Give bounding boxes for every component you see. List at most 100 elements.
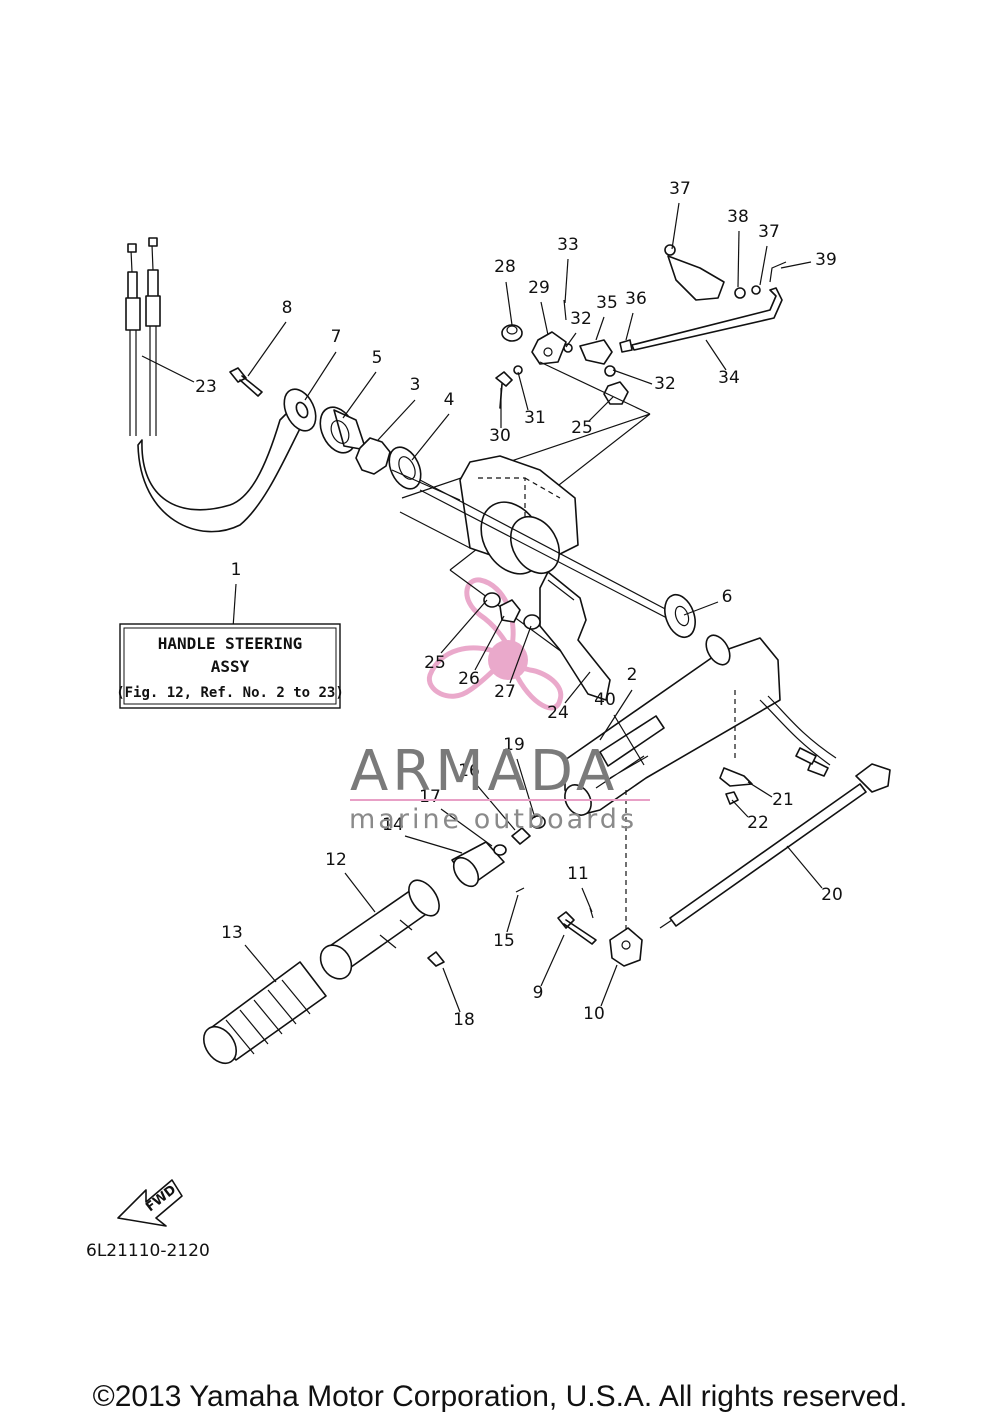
callout-c18: 18	[453, 1010, 475, 1030]
watermark-tagline: marine outboards	[349, 804, 637, 835]
callout-c30: 30	[489, 426, 511, 446]
callout-c6: 6	[722, 587, 733, 607]
watermark-brand: ARMADA	[350, 739, 618, 804]
callout-c25a: 25	[424, 653, 446, 673]
leader-line-c36	[625, 312, 634, 341]
callout-c24: 24	[547, 703, 569, 723]
leader-line-c15	[506, 894, 519, 933]
leader-line-c17	[440, 808, 493, 847]
leader-line-c34	[705, 339, 727, 371]
callout-c37a: 37	[669, 179, 691, 199]
callout-c37b: 37	[758, 222, 780, 242]
box-line-1: HANDLE STEERING	[158, 634, 303, 653]
callout-c25b: 25	[571, 418, 593, 438]
callout-c40: 40	[594, 690, 616, 710]
leader-line-c22	[731, 799, 749, 818]
callout-c21: 21	[772, 790, 794, 810]
leader-line-c14	[404, 835, 463, 854]
friction-adjuster	[557, 790, 643, 967]
callout-c7: 7	[331, 327, 342, 347]
leader-line-c5	[342, 371, 377, 419]
callout-c8: 8	[282, 298, 293, 318]
leader-line-c12	[344, 872, 376, 913]
callout-leaders	[141, 202, 823, 1013]
leader-line-c25b	[588, 396, 614, 422]
leader-line-c39	[780, 261, 812, 269]
steering-handle-arm	[564, 593, 837, 816]
leader-line-c32a	[565, 332, 577, 348]
callout-c20: 20	[821, 885, 843, 905]
leader-line-c21	[747, 781, 773, 798]
callout-c3: 3	[410, 375, 421, 395]
callout-c32a: 32	[570, 309, 592, 329]
grip-assembly	[202, 815, 546, 1065]
callout-c36: 36	[625, 289, 647, 309]
leader-line-c32b	[612, 369, 653, 385]
leader-line-c7	[304, 351, 337, 401]
leader-line-c31	[517, 371, 529, 411]
callout-c26: 26	[458, 669, 480, 689]
callout-c38: 38	[727, 207, 749, 227]
callout-c15: 15	[493, 931, 515, 951]
callout-c5: 5	[372, 348, 383, 368]
leader-line-c1	[232, 583, 237, 629]
leader-line-c6	[683, 601, 719, 616]
leader-line-c37b	[759, 245, 768, 286]
diagram-code: 6L21110-2120	[86, 1241, 210, 1261]
leader-line-c23	[141, 355, 195, 383]
callout-c33: 33	[557, 235, 579, 255]
callout-c17: 17	[419, 787, 441, 807]
leader-line-c27	[509, 625, 532, 684]
leader-line-c8	[247, 321, 287, 377]
leader-line-c4	[411, 413, 450, 461]
fwd-arrow-icon: FWD	[117, 1179, 183, 1227]
leader-line-c24	[564, 671, 591, 704]
callout-c9: 9	[533, 983, 544, 1003]
leader-line-c29	[540, 301, 549, 336]
callout-c28: 28	[494, 257, 516, 277]
shaft-flange-parts	[229, 367, 422, 490]
throttle-linkage	[495, 244, 787, 415]
leader-line-c40	[613, 714, 645, 766]
leader-line-c3	[377, 399, 416, 441]
leader-line-c16	[475, 783, 516, 831]
callout-c10: 10	[583, 1004, 605, 1024]
leader-line-c33	[564, 258, 569, 304]
leader-line-c28	[505, 281, 513, 326]
handle-steering-assy-box: HANDLE STEERING ASSY (Fig. 12, Ref. No. …	[116, 623, 344, 709]
callout-c19: 19	[503, 735, 525, 755]
steering-bracket-housing	[391, 413, 691, 656]
callout-c2: 2	[627, 665, 638, 685]
callout-c4: 4	[444, 390, 455, 410]
leader-line-c35	[595, 316, 605, 341]
callout-c11: 11	[567, 864, 589, 884]
leader-line-c13	[244, 944, 277, 983]
callout-c29: 29	[528, 278, 550, 298]
leader-line-c20	[786, 845, 823, 889]
leader-line-c10	[600, 964, 618, 1007]
leader-line-c9	[540, 934, 565, 987]
leader-line-c11	[581, 887, 593, 913]
leader-line-c2	[599, 689, 633, 741]
callout-c16: 16	[458, 761, 480, 781]
callout-c23: 23	[195, 377, 217, 397]
callout-c35: 35	[596, 293, 618, 313]
callout-c1: 1	[231, 560, 242, 580]
leader-line-c38	[737, 230, 740, 288]
friction-cables-23	[125, 237, 311, 533]
leader-line-c19	[516, 758, 536, 819]
callout-c12: 12	[325, 850, 347, 870]
throttle-shaft-20	[659, 763, 891, 929]
callout-c32b: 32	[654, 374, 676, 394]
callout-c14: 14	[382, 815, 404, 835]
callout-numbers: 1234567891011121314151617181920212223242…	[195, 179, 843, 1030]
callout-c34: 34	[718, 368, 740, 388]
callout-c27: 27	[494, 682, 516, 702]
leader-line-c18	[442, 967, 461, 1013]
leader-line-c26	[474, 615, 505, 671]
box-line-3: (Fig. 12, Ref. No. 2 to 23)	[116, 685, 344, 701]
leader-line-c37a	[671, 202, 680, 250]
callout-c13: 13	[221, 923, 243, 943]
